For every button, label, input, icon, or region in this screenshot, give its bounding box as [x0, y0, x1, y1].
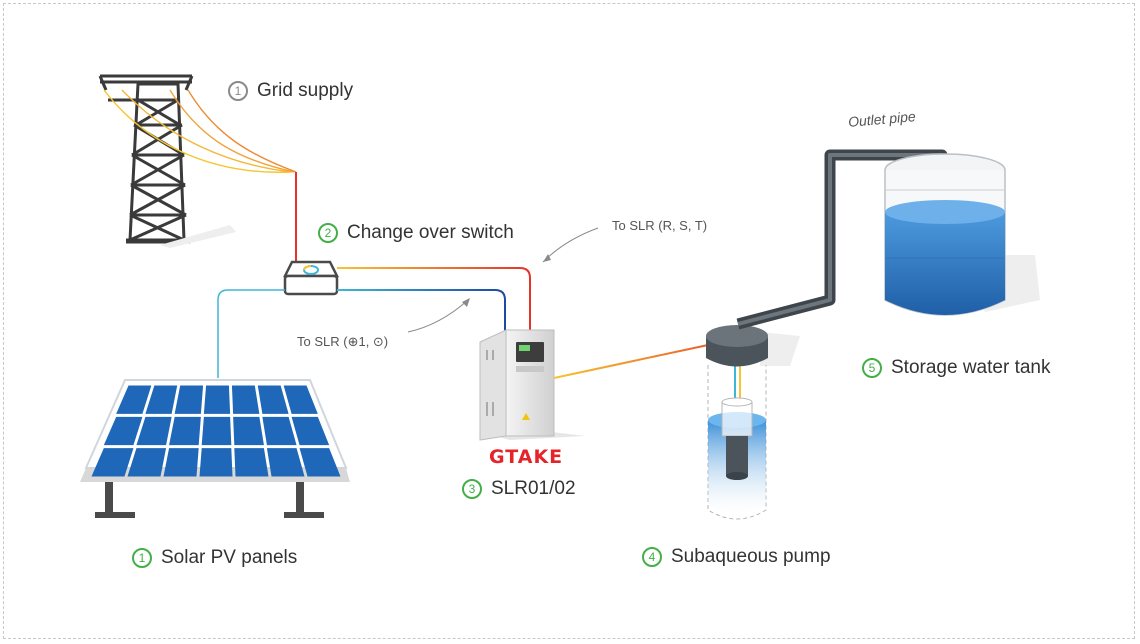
arrow-head-dc	[462, 298, 470, 307]
water-tank-icon	[884, 153, 1040, 316]
solar-cell	[203, 385, 231, 414]
label-grid-supply: 1 Grid supply	[228, 80, 353, 102]
solar-cells	[91, 385, 341, 477]
pump-well-icon	[706, 325, 800, 520]
solar-cell	[127, 448, 167, 477]
solar-cell	[234, 448, 269, 477]
solar-cell	[103, 416, 143, 446]
solar-cell	[136, 416, 172, 446]
label-solar-pv-panels: 1 Solar PV panels	[132, 547, 297, 569]
solar-cell	[233, 416, 264, 446]
badge-slr: 3	[462, 479, 482, 499]
dc-wire-to-inverter	[337, 289, 506, 338]
badge-subaqueous-pump: 4	[642, 547, 662, 567]
grid-overhead-wires	[103, 89, 297, 173]
arrow-to-dc	[407, 299, 469, 333]
solar-cell	[262, 416, 297, 446]
arrow-head-rst	[543, 254, 551, 262]
label-subaqueous-pump: 4 Subaqueous pump	[642, 546, 831, 568]
label-grid-supply-text: Grid supply	[257, 80, 354, 101]
transmission-tower-icon	[98, 74, 194, 244]
label-slr: 3 SLR01/02	[462, 478, 576, 500]
note-to-slr-rst: To SLR (R, S, T)	[612, 218, 708, 233]
solar-cell	[174, 385, 204, 414]
solar-cell	[199, 448, 233, 477]
solar-cell	[145, 385, 178, 414]
solar-cell	[283, 385, 318, 414]
label-slr-text: SLR01/02	[491, 478, 576, 499]
solar-cell	[291, 416, 330, 446]
solar-cell	[116, 385, 152, 414]
tower-shadow	[160, 225, 236, 248]
ac-wire-to-inverter	[337, 267, 531, 338]
solar-cell	[91, 448, 134, 477]
solar-cell	[299, 448, 341, 477]
solar-cell	[201, 416, 232, 446]
label-storage-water-tank: 5 Storage water tank	[862, 357, 1050, 379]
label-change-over-switch-text: Change over switch	[347, 222, 514, 243]
solar-cell	[163, 448, 199, 477]
label-change-over-switch: 2 Change over switch	[318, 222, 514, 244]
label-subaqueous-pump-text: Subaqueous pump	[671, 546, 831, 567]
label-solar-pv-panels-text: Solar PV panels	[161, 547, 298, 568]
badge-solar-pv-panels: 1	[132, 548, 152, 568]
change-over-switch-icon	[282, 260, 340, 296]
pump-feed-wire	[553, 344, 709, 379]
panel-wire-to-switch	[217, 289, 285, 378]
label-storage-water-tank-text: Storage water tank	[891, 357, 1051, 378]
solar-cell	[231, 385, 260, 414]
diagram-frame	[3, 3, 1135, 639]
inverter-icon	[478, 329, 585, 441]
solar-cell	[257, 385, 289, 414]
badge-storage-water-tank: 5	[862, 358, 882, 378]
arrow-to-rst	[542, 227, 599, 263]
badge-change-over-switch: 2	[318, 223, 338, 243]
gtake-logo: GTAKE	[489, 446, 564, 468]
solar-cell	[266, 448, 305, 477]
solar-cell	[169, 416, 201, 446]
badge-grid-supply: 1	[228, 81, 248, 101]
note-to-slr-dc: To SLR (⊕1, ⊙)	[297, 334, 389, 349]
